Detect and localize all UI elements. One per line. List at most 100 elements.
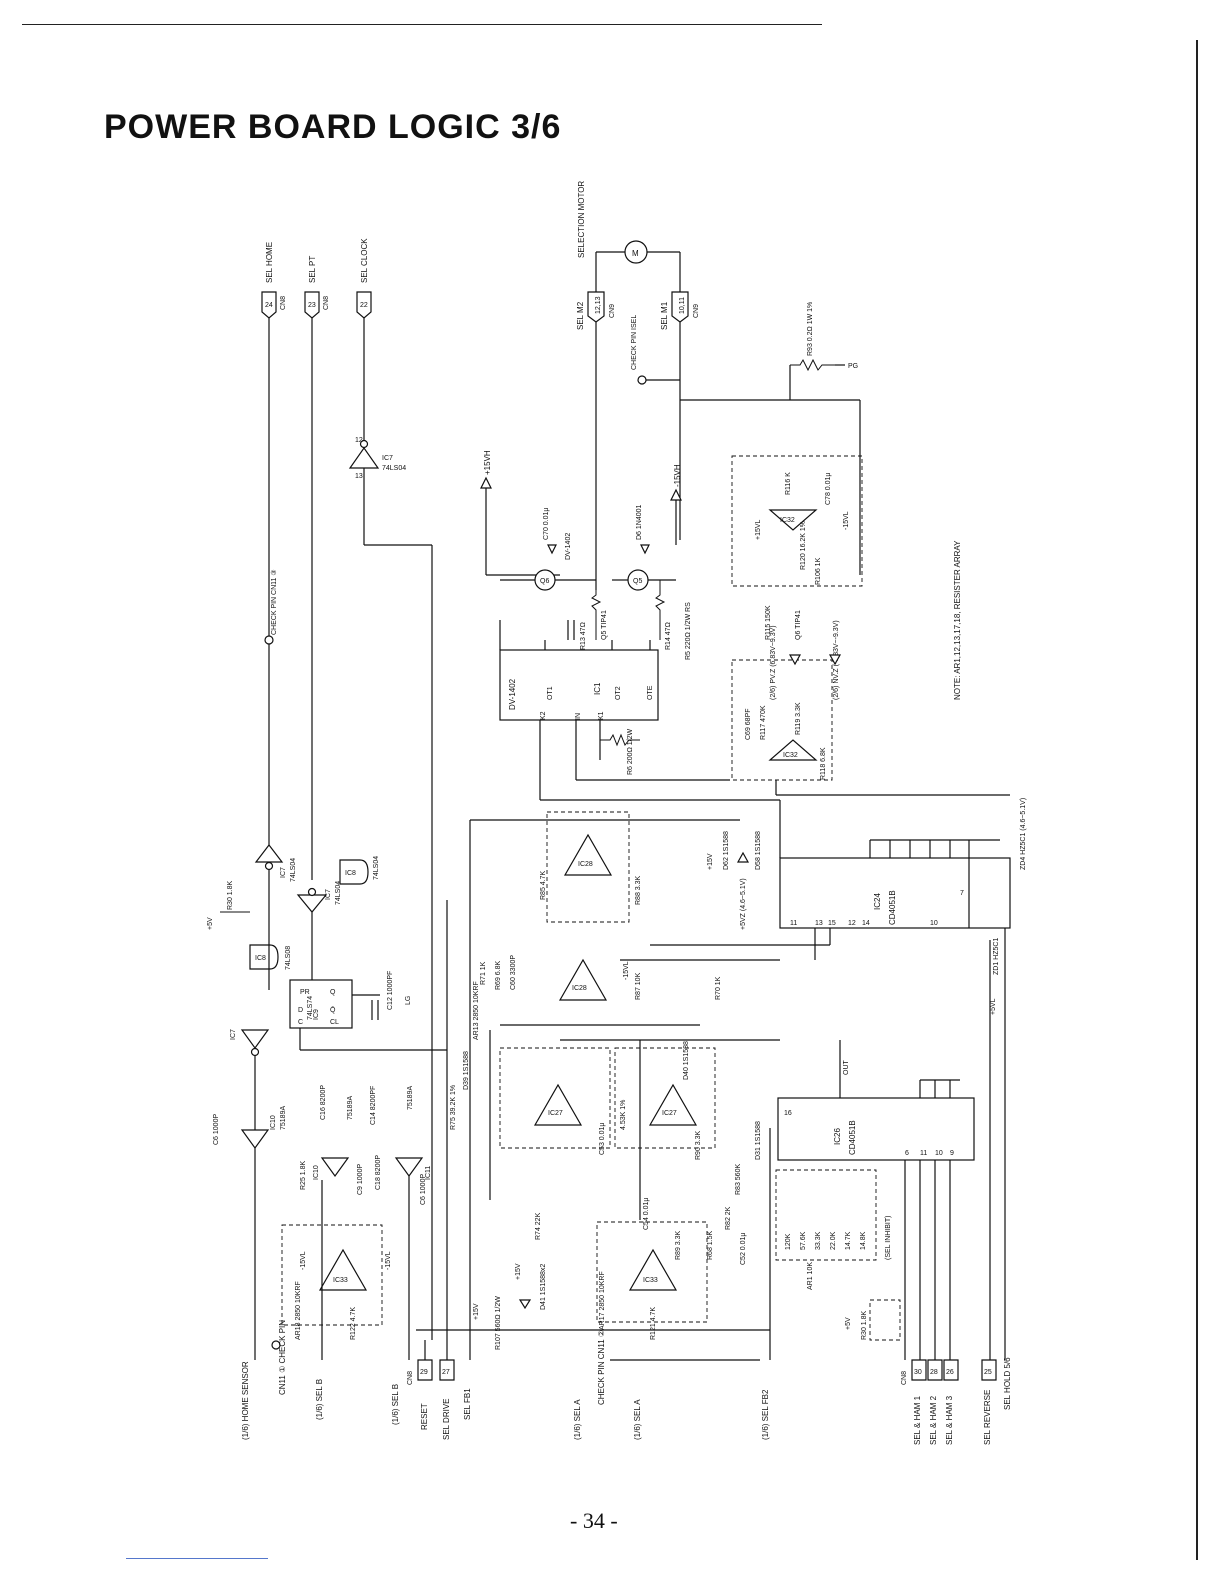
bottom-rule — [126, 1558, 268, 1559]
ic33-right-opamp: IC33 AR17 2850 10KRF R121 4.7K R89 3.3K … — [596, 1164, 747, 1340]
svg-text:SEL HOME: SEL HOME — [265, 242, 274, 283]
svg-text:+15VH: +15VH — [483, 450, 492, 475]
svg-text:C14 8200PF: C14 8200PF — [370, 1086, 377, 1125]
svg-text:24: 24 — [265, 302, 273, 309]
svg-text:SELECTION MOTOR: SELECTION MOTOR — [577, 181, 586, 258]
svg-text:26: 26 — [946, 1369, 954, 1376]
svg-text:+15VL: +15VL — [755, 519, 762, 540]
svg-text:Q6 TIP41: Q6 TIP41 — [795, 610, 802, 640]
top-rule — [22, 24, 822, 25]
svg-text:D: D — [298, 1007, 303, 1014]
svg-text:Q5: Q5 — [633, 578, 642, 585]
ic7-inverter-upper: IC7 74LS04 — [254, 844, 297, 945]
svg-text:R120 16.2K 1%: R120 16.2K 1% — [800, 521, 807, 570]
svg-text:C54 0.01μ: C54 0.01μ — [643, 1198, 650, 1230]
c1-470pf: R13 47Ω — [567, 620, 587, 650]
ic7-inverter-pt: IC7 74LS04 — [296, 881, 342, 913]
ic32-lower-opamp: IC32 C69 68PF R117 470K R119 3.3K R118 6… — [731, 620, 1010, 796]
svg-text:R69 6.8K: R69 6.8K — [495, 960, 502, 990]
svg-text:CN9: CN9 — [609, 304, 616, 318]
svg-text:57.6K: 57.6K — [800, 1231, 807, 1250]
svg-text:+15V: +15V — [515, 1263, 522, 1280]
svg-text:7: 7 — [960, 890, 964, 897]
page-title: POWER BOARD LOGIC 3/6 — [104, 108, 562, 146]
svg-text:C: C — [298, 1019, 303, 1026]
ic1-dv1402: DV-1402 IC1 OT1 OT2 OTE K2 IN K1 — [499, 620, 659, 780]
connector-sel-pt: 23 SEL PT CN8 — [304, 256, 330, 880]
svg-text:CN8: CN8 — [407, 1371, 414, 1385]
svg-text:R107 560Ω 1/2W: R107 560Ω 1/2W — [495, 1296, 502, 1350]
svg-text:R30 1.8K: R30 1.8K — [227, 880, 234, 910]
svg-text:SEL PT: SEL PT — [308, 256, 317, 283]
svg-text:-15VL: -15VL — [843, 511, 850, 530]
svg-text:+15V: +15V — [707, 853, 714, 870]
right-edge-rule — [1196, 40, 1198, 1560]
check-pin-isel: CHECK PIN ISEL — [631, 315, 647, 385]
svg-text:IC9: IC9 — [313, 1009, 320, 1020]
svg-text:-15VL: -15VL — [623, 961, 630, 980]
svg-text:33.3K: 33.3K — [815, 1231, 822, 1250]
svg-text:C12 1000PF: C12 1000PF — [387, 971, 394, 1010]
svg-text:K1: K1 — [598, 711, 605, 720]
svg-text:(2/6) PV.Z (6.83V~9.3V): (2/6) PV.Z (6.83V~9.3V) — [770, 625, 777, 700]
svg-text:IC32: IC32 — [780, 517, 795, 524]
svg-text:CN8: CN8 — [901, 1371, 908, 1385]
svg-text:-15VL: -15VL — [300, 1251, 307, 1270]
q6-tip41: Q6 DV-1402 C70 0.01μ — [500, 508, 596, 591]
svg-text:74LS04: 74LS04 — [382, 465, 406, 472]
r93-shunt: R93 0.2Ω 1W 1% PG — [790, 302, 858, 372]
svg-text:DV-1402: DV-1402 — [565, 533, 572, 560]
svg-text:C69 68PF: C69 68PF — [745, 708, 752, 740]
svg-text:R119 3.3K: R119 3.3K — [795, 702, 802, 735]
svg-text:C18 8200P: C18 8200P — [375, 1155, 382, 1190]
connector-sel-ham-1: 30 SEL & HAM 1 CN8 — [901, 1359, 927, 1445]
svg-text:75189A: 75189A — [407, 1086, 414, 1110]
ic11-75189a: IC11 75189A C18 8200P C14 8200PF C6 1000… — [370, 1086, 432, 1205]
r107-d41: +15V R107 560Ω 1/2W D41 1S1588x2 +15V — [473, 1263, 547, 1350]
svg-text:R87 10K: R87 10K — [635, 972, 642, 1000]
svg-text:SEL & HAM 2: SEL & HAM 2 — [929, 1395, 938, 1445]
svg-text:C6 1000P: C6 1000P — [213, 1114, 220, 1145]
svg-text:R88 3.3K: R88 3.3K — [635, 875, 642, 905]
svg-text:C60 3300P: C60 3300P — [510, 955, 517, 990]
svg-text:IC8: IC8 — [345, 870, 356, 877]
svg-text:D58 1S1588: D58 1S1588 — [755, 831, 762, 870]
svg-text:R121 4.7K: R121 4.7K — [650, 1307, 657, 1340]
supply-15vh-minus: -15VH — [670, 464, 682, 545]
svg-text:12: 12 — [848, 920, 856, 927]
svg-text:CN11 ① CHECK PIN: CN11 ① CHECK PIN — [278, 1320, 287, 1395]
svg-text:SEL M1: SEL M1 — [660, 301, 669, 330]
svg-text:22: 22 — [360, 302, 368, 309]
page-number: - 34 - — [570, 1508, 618, 1533]
svg-text:75189A: 75189A — [347, 1096, 354, 1120]
svg-text:R68 1.5K: R68 1.5K — [707, 1230, 714, 1260]
svg-text:IC27: IC27 — [662, 1110, 677, 1117]
svg-text:R122 4.7K: R122 4.7K — [350, 1307, 357, 1340]
svg-text:D40 1S1588: D40 1S1588 — [683, 1041, 690, 1080]
ar1-resistor-array-bottom: R30 1.8K +5V — [845, 1299, 901, 1341]
svg-text:IC10: IC10 — [270, 1115, 277, 1130]
resistor-array-note: NOTE: AR1,12,13,17,18, RESISTER ARRAY — [953, 540, 962, 700]
svg-text:75189A: 75189A — [280, 1106, 287, 1130]
ic28-lower-opamp: IC28 R71 1K R69 6.8K C60 3300P R87 10K A… — [473, 955, 642, 1040]
svg-text:10: 10 — [935, 1150, 943, 1157]
svg-text:M: M — [632, 249, 639, 258]
svg-text:IC32: IC32 — [783, 752, 798, 759]
q5-tip41: Q5 D6 1N4001 — [612, 504, 676, 591]
svg-text:CD4051B: CD4051B — [888, 890, 897, 925]
connector-sel-drive: 27 SEL DRIVE — [439, 1359, 455, 1441]
svg-text:R82 2K: R82 2K — [725, 1206, 732, 1230]
r5-resistor: R5 220Ω 1/2W RS — [685, 602, 692, 660]
ic7-inverter-clock: IC7 74LS04 12 13 — [348, 437, 433, 1340]
svg-text:R71 1K: R71 1K — [480, 961, 487, 985]
svg-text:27: 27 — [442, 1369, 450, 1376]
svg-text:29: 29 — [420, 1369, 428, 1376]
ic33-opamp: IC33 -15VL -15VL AR18 2850 10KRF R122 4.… — [281, 1224, 392, 1340]
svg-text:D31 1S1588: D31 1S1588 — [755, 1121, 762, 1160]
svg-text:C53 0.01μ: C53 0.01μ — [599, 1123, 606, 1155]
svg-text:C9 1000P: C9 1000P — [357, 1164, 364, 1195]
svg-text:CHECK PIN CN11 ③: CHECK PIN CN11 ③ — [270, 569, 278, 635]
svg-text:120K: 120K — [785, 1233, 792, 1250]
svg-text:74LS04: 74LS04 — [373, 856, 380, 880]
svg-text:SEL DRIVE: SEL DRIVE — [442, 1399, 451, 1441]
